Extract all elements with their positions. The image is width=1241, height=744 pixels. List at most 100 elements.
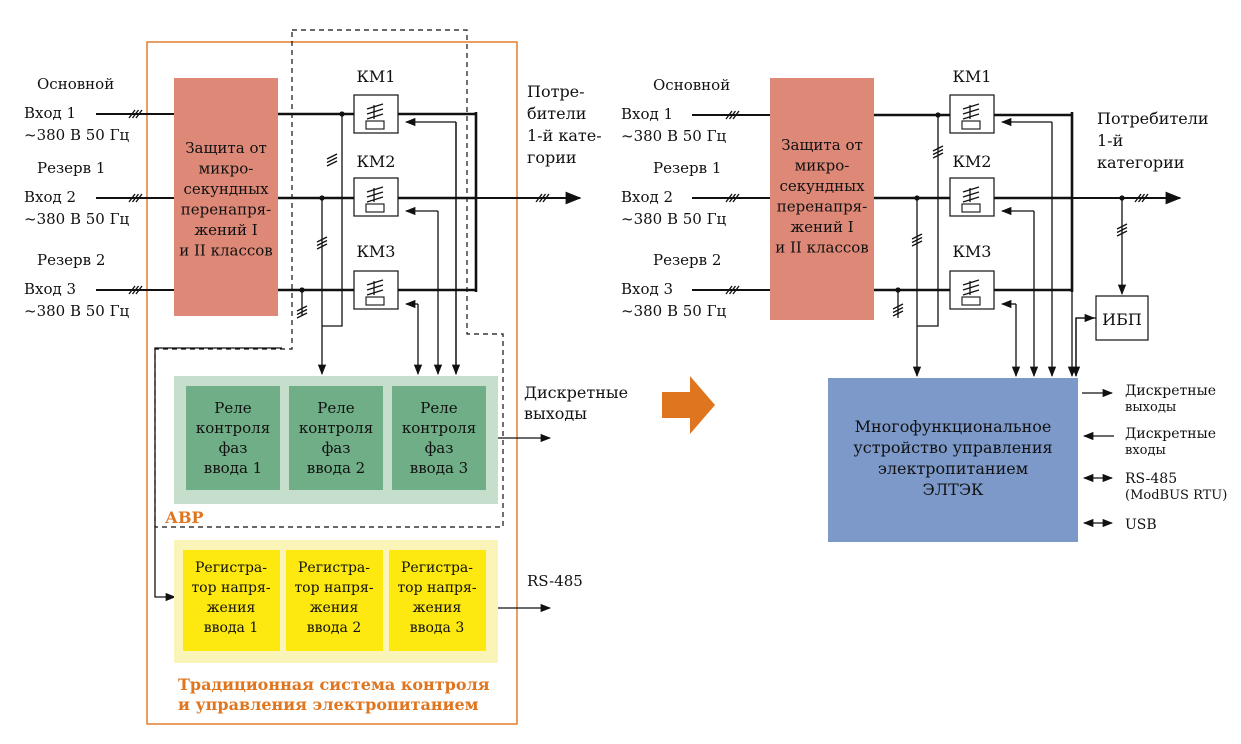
left-km3-coil: [365, 296, 385, 306]
left-input-1-name: Основной: [37, 75, 114, 93]
right-input-1-phase-mark: [725, 110, 733, 120]
eltek-device-block: [828, 378, 1078, 542]
left-tap-2-mark: [316, 243, 328, 250]
left-km1-coil: [365, 120, 385, 130]
left-km1-switch: [366, 113, 384, 120]
phase-relay-1-text-line-1: Реле: [214, 399, 251, 417]
left-input-2-label: Вход 2: [24, 188, 76, 206]
left-tap-3-mark: [296, 312, 308, 319]
right-km2-switch: [962, 186, 980, 193]
right-km3-coil: [961, 296, 981, 306]
left-input-3-phase-mark: [131, 285, 140, 295]
left-consumer-phase-mark: [538, 193, 547, 203]
left-consumers-label-line-1: Потре-: [527, 82, 585, 101]
right-input-3-voltage: ~380 В 50 Гц: [621, 302, 727, 320]
traditional-system-caption-line-1: Традиционная система контроля: [178, 675, 490, 694]
ups-label: ИБП: [1102, 310, 1142, 329]
right-input-1-phase-mark: [728, 110, 737, 120]
left-input-2-phase-mark: [128, 193, 136, 203]
surge-protection-text-line-6: и II классов: [179, 242, 273, 260]
right-tap-3-mark: [892, 303, 904, 310]
left-input-3-phase-mark: [128, 285, 136, 295]
right-km3-switch: [962, 289, 980, 296]
right-ups-mark: [1116, 230, 1128, 237]
voltage-recorder-1-text-line-1: Регистра-: [195, 560, 267, 576]
surge-protection-block: [174, 78, 278, 316]
left-tap-1-wire: [322, 114, 343, 327]
left-input-1-label: Вход 1: [24, 104, 76, 122]
left-recorder-tap: [154, 347, 282, 602]
right-input-1-voltage: ~380 В 50 Гц: [621, 127, 727, 145]
right-tap-2-mark: [911, 233, 923, 240]
ups-to-device: [1075, 317, 1096, 376]
left-input-2-phase-mark: [131, 193, 140, 203]
right-km3-label: КМ3: [953, 242, 992, 261]
phase-relay-2-text-line-2: контроля: [299, 419, 373, 437]
left-tap-2-mark: [316, 236, 328, 243]
right-ups-mark: [1116, 223, 1128, 230]
right-tap-1-mark: [932, 152, 944, 159]
traditional-system-frame: [146, 41, 518, 725]
phase-relay-2: [289, 386, 383, 490]
left-km2-switch: [366, 191, 384, 198]
avr-dashed-frame: [154, 29, 504, 528]
right-input-3-phase-mark: [732, 285, 740, 295]
right-km3-switch: [962, 279, 980, 286]
voltage-recorder-3-text-line-4: ввода 3: [410, 620, 465, 636]
right-tap-1-mark: [932, 148, 944, 156]
eltek-device-text-line-3: электропитанием: [878, 459, 1028, 478]
phase-relay-3-text-line-3: фаз: [425, 439, 454, 457]
right-surge-protection-text-line-1: Защита от: [781, 136, 863, 154]
right-input-3-phase-mark: [725, 285, 733, 295]
left-km3-label: КМ3: [357, 242, 396, 261]
left-consumers-label-line-4: гории: [527, 148, 577, 167]
right-input-2-name: Резерв 1: [653, 159, 721, 177]
left-discrete-outputs-label-line-2: выходы: [524, 404, 587, 423]
right-surge-protection-text-line-3: секундных: [779, 177, 865, 195]
right-surge-protection-block: [770, 78, 874, 320]
voltage-recorder-3-text-line-1: Регистра-: [401, 560, 473, 576]
right-input-3-phase-mark: [728, 285, 737, 295]
right-km2-switch: [962, 191, 980, 198]
right-input-2-voltage: ~380 В 50 Гц: [621, 210, 727, 228]
left-rs485-label: RS-485: [527, 572, 583, 590]
right-surge-protection-text-line-4: перенапря-: [777, 198, 867, 216]
phase-relay-2-text-line-4: ввода 2: [307, 459, 365, 477]
left-input-2-name: Резерв 1: [37, 159, 105, 177]
left-input-1-phase-mark: [131, 109, 140, 119]
left-input-1-phase-mark: [135, 109, 143, 119]
right-tap-2-mark: [911, 240, 923, 247]
left-tap-2-mark: [316, 239, 328, 247]
left-km3-switch: [366, 279, 384, 286]
left-km1-label: КМ1: [357, 67, 396, 86]
traditional-system-caption-line-2: и управления электропитанием: [178, 695, 479, 714]
right-km1-switch: [962, 113, 980, 120]
voltage-recorder-1-text-line-3: жения: [207, 600, 256, 616]
right-input-2-phase-mark: [728, 193, 737, 203]
voltage-recorder-1-text-line-2: тор напря-: [191, 580, 270, 596]
left-discrete-outputs-label-line-1: Дискретные: [524, 383, 628, 402]
voltage-recorder-2-text-line-4: ввода 2: [307, 620, 362, 636]
right-tap-2-mark: [911, 236, 923, 244]
right-km2-label: КМ2: [953, 152, 992, 171]
right-input-1-label: Вход 1: [621, 105, 673, 123]
right-tap-1-wire: [917, 115, 939, 327]
left-tap-3-mark: [296, 305, 308, 312]
left-km2-label: КМ2: [357, 152, 396, 171]
device-port-1-line-2: выходы: [1125, 400, 1176, 415]
left-tap-1-mark: [326, 160, 338, 167]
avr-label: АВР: [165, 508, 204, 527]
right-consumer-phase-mark: [1137, 193, 1146, 203]
right-tap-3-mark: [892, 310, 904, 317]
right-input-1-phase-mark: [732, 110, 740, 120]
right-tap-3-mark: [892, 306, 904, 314]
left-input-3-label: Вход 3: [24, 280, 76, 298]
surge-protection-text-line-3: секундных: [183, 180, 269, 198]
right-input-2-label: Вход 2: [621, 188, 673, 206]
left-km1-switch: [366, 103, 384, 110]
right-consumer-phase-mark: [1141, 193, 1149, 203]
left-input-2-voltage: ~380 В 50 Гц: [24, 210, 130, 228]
left-tap-1-mark: [326, 156, 338, 164]
phase-relay-3-text-line-4: ввода 3: [410, 459, 468, 477]
right-km1-label: КМ1: [953, 67, 992, 86]
